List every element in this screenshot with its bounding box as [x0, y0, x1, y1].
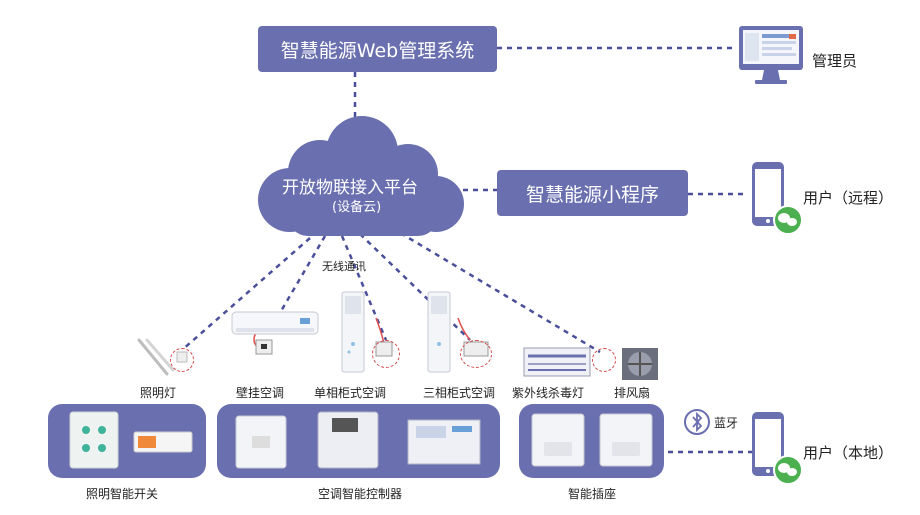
phone-remote-icon [752, 162, 803, 235]
light-module-ring [170, 348, 194, 372]
panel-label-smart-socket: 智能插座 [568, 487, 617, 501]
mini-program-box: 智慧能源小程序 [497, 170, 688, 216]
bluetooth-icon [684, 409, 710, 435]
wire-three [457, 317, 471, 341]
device-label-single-ac: 单相柜式空调 [314, 386, 387, 400]
ac-controller-icon [235, 411, 481, 469]
device-label-three-ac: 三相柜式空调 [423, 386, 496, 400]
cloud-title: 开放物联接入平台 [282, 178, 418, 198]
device-label-uv: 紫外线杀毒灯 [512, 386, 585, 400]
line-cloud-fan [391, 226, 601, 354]
socket-icon [531, 413, 653, 467]
device-label-lighting: 照明灯 [140, 386, 177, 400]
panel-label-ac-controller: 空调智能控制器 [318, 487, 403, 501]
wireless-label: 无线通讯 [322, 260, 366, 273]
cloud-subtitle: (设备云) [332, 200, 382, 215]
device-label-wall-ac: 壁挂空调 [236, 386, 285, 400]
cloud-shape [258, 116, 464, 236]
device-label-fan: 排风扇 [614, 386, 651, 400]
user-remote-label: 用户（远程） [803, 189, 894, 207]
single-ac-ring [372, 340, 400, 368]
uv-lamp-icon [523, 347, 591, 377]
web-system-label: 智慧能源Web管理系统 [280, 39, 475, 62]
monitor-icon [739, 26, 803, 84]
admin-label: 管理员 [812, 52, 858, 70]
phone-local-icon [752, 412, 803, 485]
line-cloud-single [340, 235, 388, 341]
switch-panel-icon [69, 411, 193, 469]
web-system-box: 智慧能源Web管理系统 [258, 26, 497, 72]
uv-ring [592, 348, 616, 372]
panel-label-lighting-switch: 照明智能开关 [86, 487, 159, 501]
exhaust-fan-icon [622, 348, 658, 380]
line-cloud-light [181, 237, 311, 351]
wall-ac-icon [231, 311, 319, 355]
user-local-label: 用户（本地） [803, 444, 894, 462]
mini-program-label: 智慧能源小程序 [525, 183, 659, 206]
bluetooth-label: 蓝牙 [714, 416, 739, 430]
three-ac-ring [460, 340, 492, 368]
